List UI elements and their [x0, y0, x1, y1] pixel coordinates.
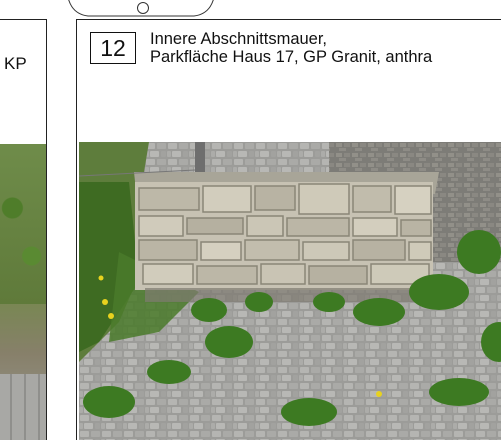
left-photo-grass [0, 144, 46, 304]
photo-caption: Innere Abschnittsmauer, Parkfläche Haus … [150, 30, 432, 66]
photo-sheet: 12 Innere Abschnittsmauer, Parkfläche Ha… [76, 19, 501, 440]
connector-curve [68, 0, 214, 17]
left-photo-sheet: KP [0, 19, 47, 440]
photo-number: 12 [90, 32, 136, 64]
pin-marker [137, 2, 149, 14]
left-photo-pavement [0, 374, 46, 440]
site-photo [79, 142, 501, 440]
caption-line-1: Innere Abschnittsmauer, [150, 30, 328, 48]
caption-line-2: Parkfläche Haus 17, GP Granit, anthra [150, 48, 433, 66]
left-sheet-label: KP [4, 54, 27, 73]
left-sheet-photo [0, 144, 46, 440]
